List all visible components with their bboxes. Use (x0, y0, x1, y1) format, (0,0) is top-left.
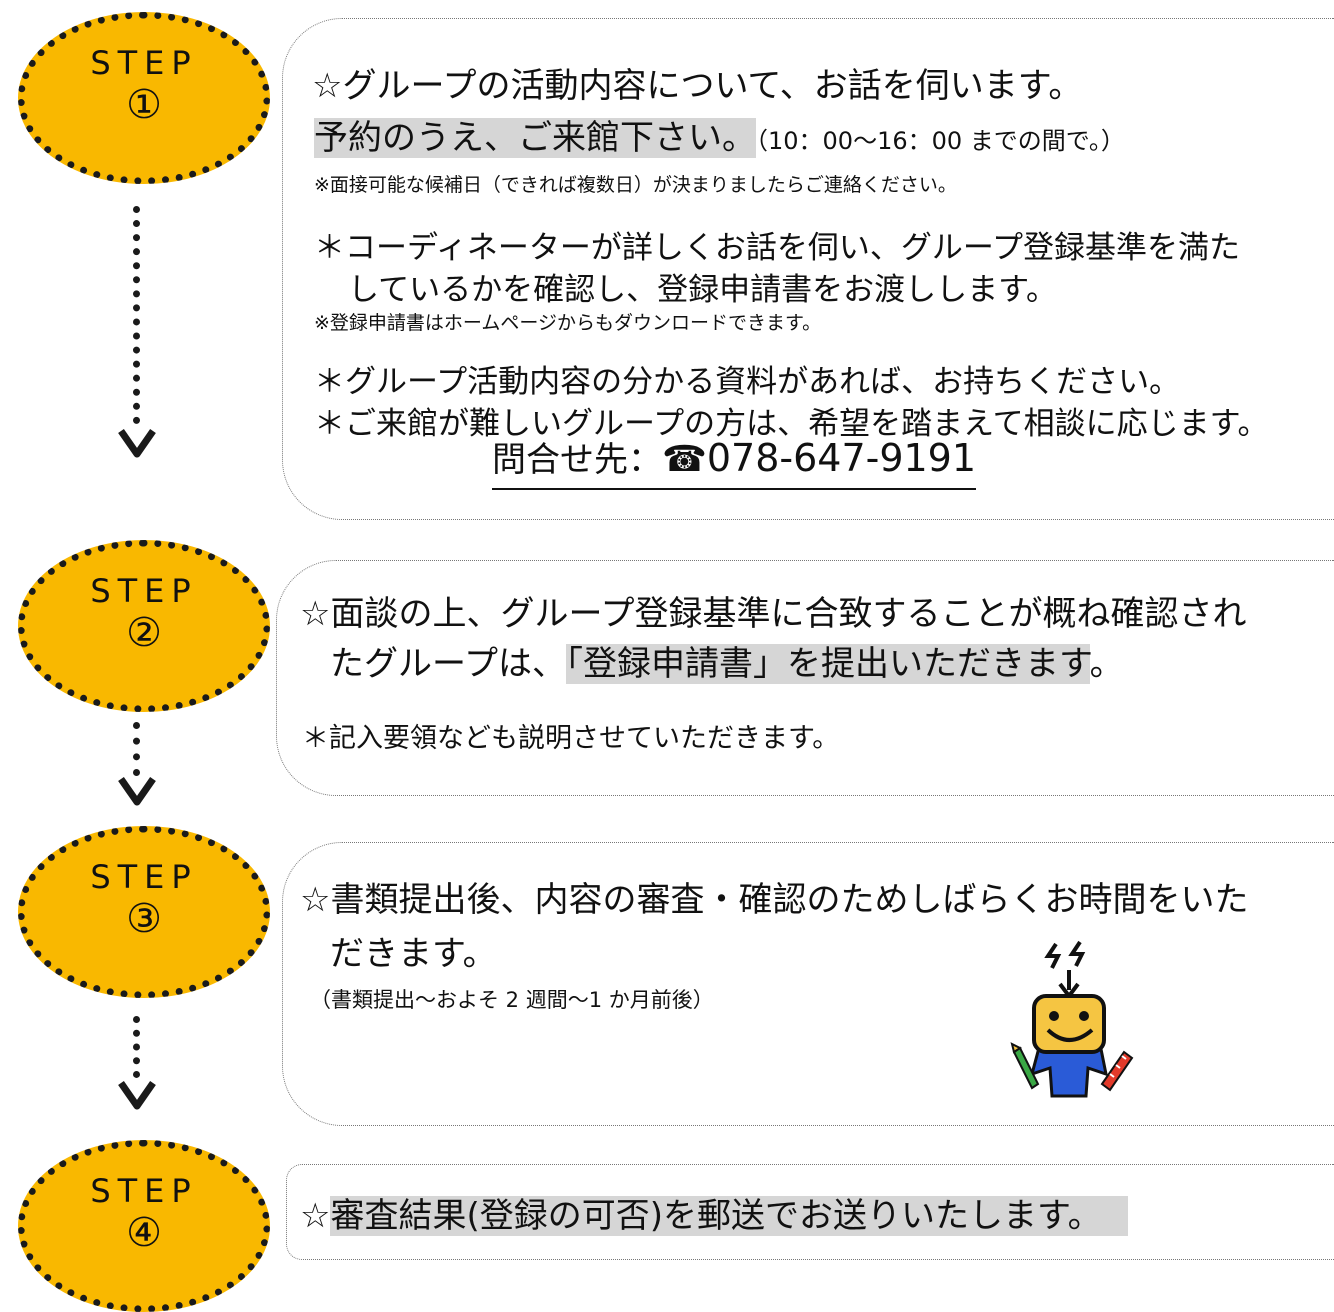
step-1-reservation-highlight: 予約のうえ、ご来館下さい。 (314, 118, 756, 158)
step-2-line-1: ☆面談の上、グループ登録基準に合致することが概ね確認され (300, 594, 1247, 634)
step-3-line-1: ☆書類提出後、内容の審査・確認のためしばらくお時間をいた (300, 880, 1249, 920)
step-1-note-download: ※登録申請書はホームページからもダウンロードできます。 (314, 312, 822, 334)
contact-label: 問合せ先： (492, 440, 662, 480)
step-3-label: STEP (90, 858, 198, 896)
step-1-number: ① (126, 82, 162, 128)
step-1-bullet-coordinator-cont: しているかを確認し、登録申請書をお渡しします。 (348, 272, 1057, 308)
step-2-line-2-post: 。 (1089, 644, 1124, 684)
phone-number: 078-647-9191 (706, 436, 977, 480)
arrow-3-line (133, 1016, 140, 1078)
step-3-box (282, 842, 1334, 1126)
step-1-bullet-coordinator: ＊コーディネーターが詳しくお話を伺い、グループ登録基準を満た (314, 230, 1240, 266)
arrow-1-line (133, 206, 140, 424)
step-4-oval: STEP ④ (18, 1140, 270, 1312)
arrow-2-line (133, 722, 140, 776)
step-1-box (282, 18, 1334, 520)
step-2-line-2: たグループは、「登録申請書」を提出いただきます。 (330, 636, 1124, 685)
step-1-bullet-consult: ＊ご来館が難しいグループの方は、希望を踏まえて相談に応じます。 (314, 406, 1269, 442)
step-2-line-2-pre: たグループは、 (330, 644, 566, 684)
step-2-label: STEP (90, 572, 198, 610)
arrow-3-head-icon (118, 1081, 156, 1110)
arrow-2-head-icon (118, 777, 156, 806)
step-3-oval: STEP ③ (18, 826, 270, 998)
step-2-bullet: ＊記入要領なども説明させていただきます。 (302, 723, 840, 754)
mascot-illustration-icon (1010, 940, 1134, 1098)
step-4-line: ☆審査結果(登録の可否)を郵送でお送りいたします。 (300, 1188, 1128, 1237)
step-3-note: （書類提出～およそ 2 週間～1 か月前後） (310, 988, 714, 1012)
step-4-label: STEP (90, 1172, 198, 1210)
step-1-reservation-line: 予約のうえ、ご来館下さい。（10：00～16：00 までの間で。） (314, 110, 1125, 159)
step-1-hours: （10：00～16：00 までの間で。） (756, 127, 1125, 155)
step-4-star: ☆ (300, 1196, 331, 1236)
step-1-note-dates: ※面接可能な候補日（できれば複数日）が決まりましたらご連絡ください。 (314, 174, 957, 196)
step-2-highlight: 「登録申請書」を提出いただきます (565, 644, 1090, 684)
step-1-bullet-materials: ＊グループ活動内容の分かる資料があれば、お持ちください。 (314, 364, 1181, 400)
step-1-label: STEP (90, 44, 198, 82)
step-3-number: ③ (126, 896, 162, 942)
step-1-oval: STEP ① (18, 12, 270, 184)
phone-icon: ☎ (662, 439, 707, 480)
step-4-number: ④ (126, 1210, 162, 1256)
step-3-line-2: だきます。 (330, 934, 497, 974)
arrow-1-head-icon (118, 429, 156, 458)
step-4-highlight: 審査結果(登録の可否)を郵送でお送りいたします。 (330, 1196, 1128, 1236)
step-2-number: ② (126, 610, 162, 656)
step-1-contact: 問合せ先：☎078-647-9191 (492, 436, 977, 490)
step-2-oval: STEP ② (18, 540, 270, 712)
step-1-heading: ☆グループの活動内容について、お話を伺います。 (312, 66, 1083, 106)
